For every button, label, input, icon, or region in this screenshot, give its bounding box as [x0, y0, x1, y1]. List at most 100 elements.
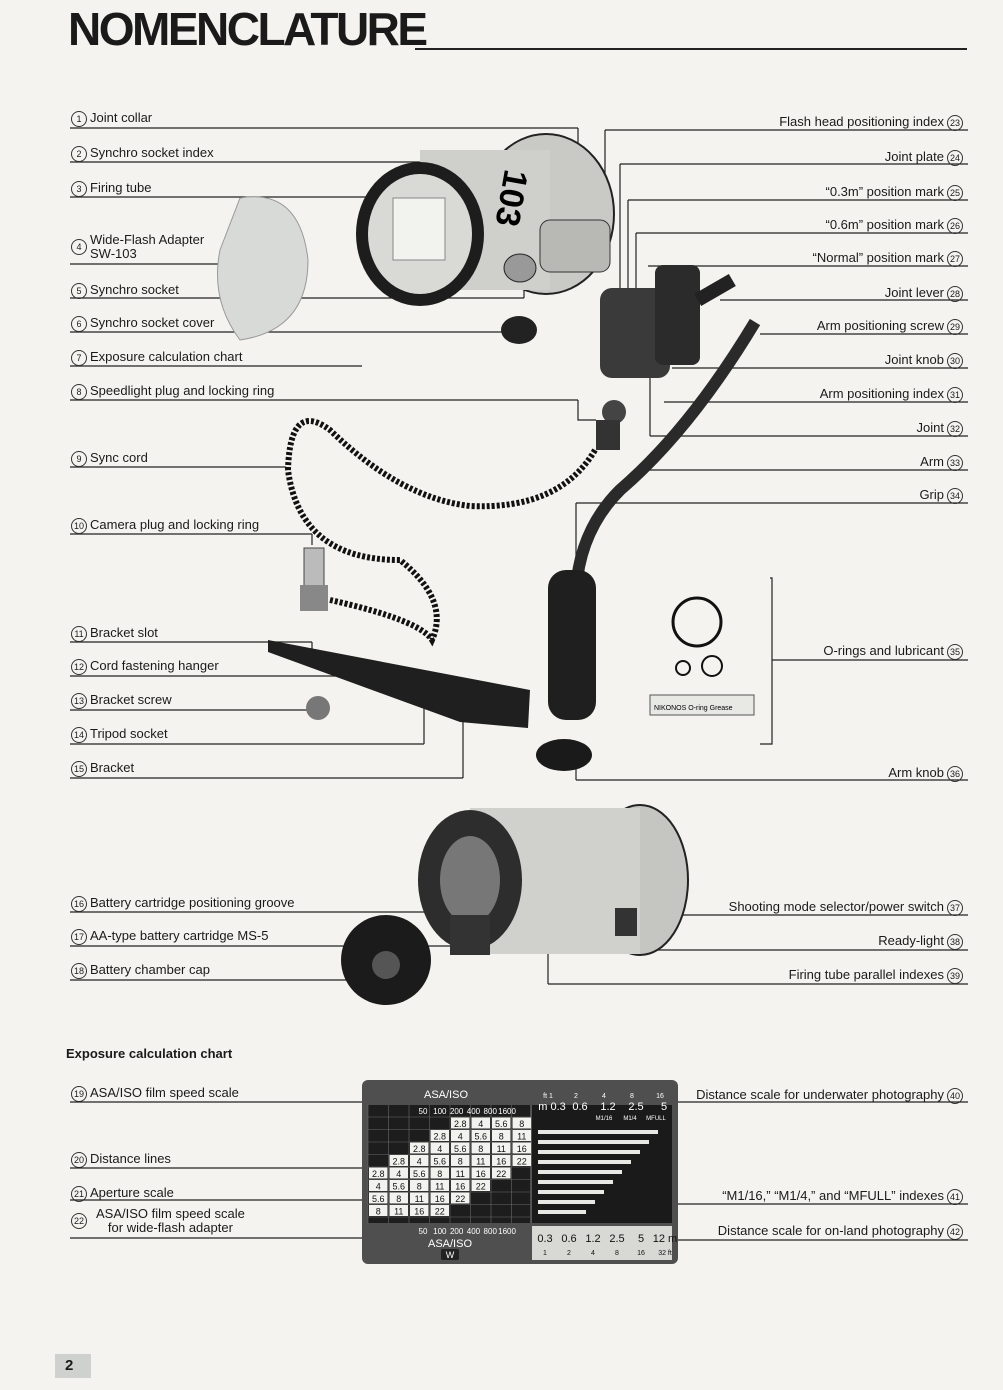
- bracket-illustration: [268, 640, 530, 728]
- aperture-value: 8: [499, 1132, 504, 1142]
- uw-m-value: 2.5: [628, 1101, 643, 1113]
- aperture-cell: [410, 1192, 429, 1204]
- aperture-value: 4: [437, 1144, 442, 1154]
- aperture-cell: [389, 1180, 408, 1191]
- distance-line: [538, 1200, 595, 1204]
- aperture-cell: [451, 1180, 470, 1191]
- aperture-value: 8: [396, 1194, 401, 1204]
- distance-line: [538, 1170, 622, 1174]
- aperture-value: 8: [437, 1169, 442, 1179]
- joint-illustration: [600, 265, 736, 378]
- exposure-chart-section-title: Exposure calculation chart: [66, 1046, 233, 1061]
- land-ft-value: 4: [591, 1250, 595, 1257]
- asa-wide-value: 50: [419, 1227, 428, 1236]
- aperture-value: 16: [435, 1194, 445, 1204]
- land-ft-value: 2: [567, 1250, 571, 1257]
- aperture-value: 8: [376, 1207, 381, 1217]
- aperture-value: 4: [478, 1119, 483, 1129]
- aperture-cell: [471, 1117, 490, 1129]
- aperture-value: 16: [414, 1207, 424, 1217]
- aperture-cell: [492, 1155, 511, 1166]
- aperture-cell: [430, 1192, 449, 1204]
- distance-line: [538, 1140, 649, 1144]
- asa-value: 400: [467, 1107, 481, 1116]
- aperture-cell: [369, 1167, 388, 1179]
- aperture-value: 5.6: [392, 1182, 405, 1192]
- o-ring-small-1-illustration: [675, 660, 691, 676]
- speedlight-body-illustration: [418, 804, 689, 956]
- land-m-value: 0.6: [561, 1233, 576, 1245]
- uw-m-value: 1.2: [600, 1101, 615, 1113]
- distance-line: [538, 1160, 631, 1164]
- aperture-value: 8: [478, 1144, 483, 1154]
- aperture-cell: [512, 1155, 531, 1166]
- aperture-cell: [389, 1155, 408, 1166]
- aperture-cell: [451, 1167, 470, 1179]
- synchro-socket-cover-illustration: [501, 316, 537, 344]
- aperture-cell: [430, 1205, 449, 1216]
- aperture-value: 4: [396, 1169, 401, 1179]
- aperture-cell: [451, 1155, 470, 1166]
- aperture-cell: [389, 1205, 408, 1216]
- aperture-value: 5.6: [474, 1132, 487, 1142]
- camera-plug-illustration: [300, 547, 328, 611]
- leader-lines-right: [458, 129, 968, 985]
- wide-badge: W: [446, 1250, 455, 1260]
- distance-line: [538, 1150, 640, 1154]
- o-ring-large-illustration: [671, 596, 723, 648]
- aperture-cell: [492, 1167, 511, 1179]
- uw-ft-value: 4: [602, 1093, 606, 1100]
- aperture-value: 22: [435, 1207, 445, 1217]
- arm-knob-illustration: [536, 739, 592, 771]
- aperture-cell: [389, 1167, 408, 1179]
- aperture-value: 11: [415, 1194, 424, 1204]
- mode-index: MFULL: [646, 1116, 666, 1122]
- aperture-value: 5.6: [495, 1119, 508, 1129]
- aperture-value: 8: [458, 1157, 463, 1167]
- page-number: 2: [55, 1354, 91, 1378]
- aperture-cell: [471, 1155, 490, 1166]
- aperture-value: 8: [417, 1182, 422, 1192]
- aperture-cell: [471, 1180, 490, 1191]
- mode-index: M1/4: [623, 1116, 637, 1122]
- aperture-cell: [451, 1142, 470, 1154]
- chart-bottom-header: ASA/ISO: [428, 1238, 472, 1250]
- uw-m-value: m 0.3: [538, 1101, 566, 1113]
- aperture-value: 2.8: [454, 1119, 467, 1129]
- speedlight-plug-illustration: [596, 400, 626, 450]
- aperture-cell: [492, 1117, 511, 1129]
- aperture-value: 2.8: [392, 1157, 405, 1167]
- aperture-value: 11: [435, 1182, 444, 1192]
- aperture-value: 16: [455, 1182, 465, 1192]
- land-m-value: 2.5: [609, 1233, 624, 1245]
- uw-ft-value: 2: [574, 1093, 578, 1100]
- land-ft-value: 32 ft: [658, 1250, 672, 1257]
- aperture-cell: [410, 1205, 429, 1216]
- aperture-value: 2.8: [413, 1144, 426, 1154]
- uw-ft-value: 8: [630, 1093, 634, 1100]
- aperture-value: 4: [458, 1132, 463, 1142]
